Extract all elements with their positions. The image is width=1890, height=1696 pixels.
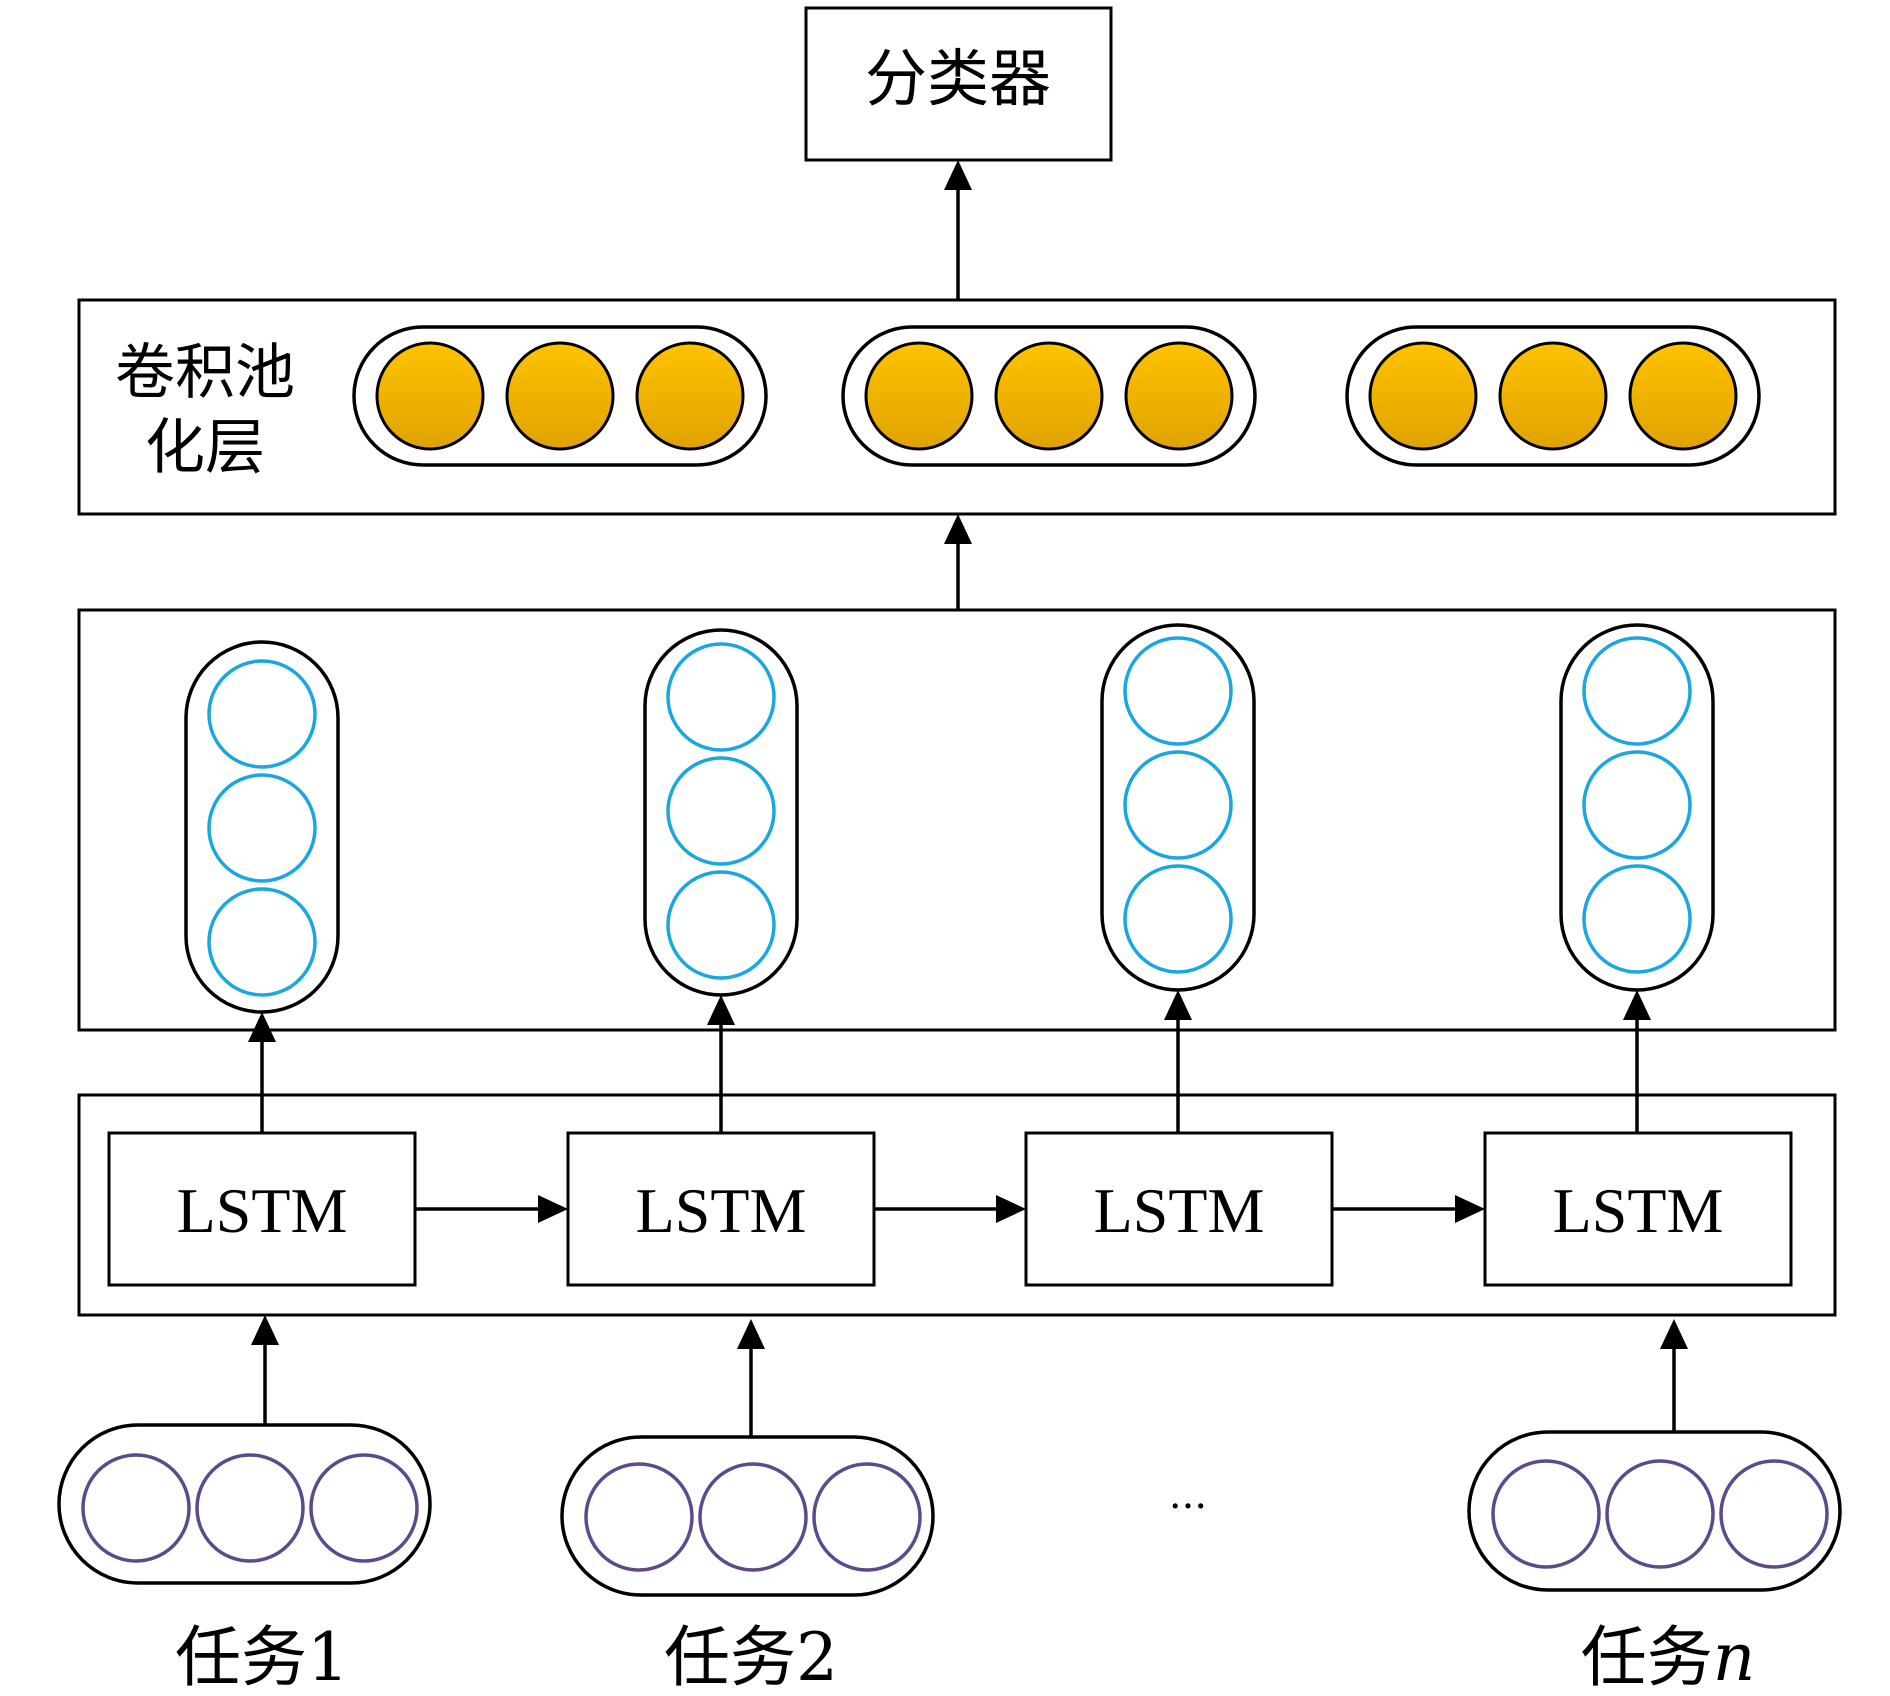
arrow-lstm4-up bbox=[1623, 990, 1651, 1133]
blue-node bbox=[1123, 636, 1233, 746]
purple-node bbox=[81, 1453, 191, 1563]
task-label-prefix: 任务 bbox=[664, 1619, 796, 1696]
arrow-lstm2-to-lstm3 bbox=[874, 1195, 1026, 1223]
conv-feature-group-1 bbox=[352, 325, 768, 467]
blue-node bbox=[207, 887, 317, 997]
hidden-state-column-1 bbox=[184, 640, 340, 1014]
hidden-state-column-4 bbox=[1559, 623, 1715, 992]
orange-node bbox=[864, 341, 974, 451]
arrow-lstm2-up bbox=[707, 995, 735, 1133]
orange-node bbox=[375, 341, 485, 451]
blue-node bbox=[666, 756, 776, 866]
blue-node bbox=[1582, 636, 1692, 746]
task-input-n bbox=[1467, 1430, 1842, 1592]
lstm-cell-label: LSTM bbox=[636, 1175, 807, 1246]
orange-node bbox=[1368, 341, 1478, 451]
lstm-layer: LSTM LSTM LSTM LSTM bbox=[77, 990, 1837, 1317]
task-input-2 bbox=[560, 1435, 935, 1597]
conv-pool-label-line2: 化层 bbox=[145, 413, 265, 483]
lstm-cell-box bbox=[1483, 1131, 1793, 1287]
blue-node bbox=[666, 642, 776, 752]
orange-node bbox=[1628, 341, 1738, 451]
lstm-cell-box bbox=[107, 1131, 417, 1287]
task-label-suffix: 2 bbox=[796, 1619, 838, 1696]
task-label-2: 任务2 bbox=[664, 1619, 838, 1696]
task-input-1 bbox=[57, 1423, 432, 1585]
arrow-lstm1-up bbox=[248, 1012, 276, 1133]
purple-node bbox=[584, 1462, 694, 1572]
lstm-cell-4: LSTM bbox=[1483, 1131, 1793, 1287]
arrow-lstm3-up bbox=[1164, 990, 1192, 1133]
orange-node bbox=[505, 341, 615, 451]
task-label-1: 任务1 bbox=[175, 1619, 349, 1696]
lstm-cell-3: LSTM bbox=[1024, 1131, 1334, 1287]
lstm-cell-label: LSTM bbox=[177, 1175, 348, 1246]
task-label-suffix: 1 bbox=[307, 1619, 349, 1696]
task-label-prefix: 任务 bbox=[1581, 1619, 1713, 1696]
conv-feature-group-3 bbox=[1345, 325, 1761, 467]
lstm-cell-1: LSTM bbox=[107, 1131, 417, 1287]
purple-node bbox=[698, 1462, 808, 1572]
arrow-conv-to-classifier bbox=[944, 160, 972, 300]
conv-pool-layer: 卷积池 化层 bbox=[77, 298, 1837, 516]
orange-node bbox=[1498, 341, 1608, 451]
arrow-task1-up bbox=[251, 1315, 279, 1425]
lstm-cell-2: LSTM bbox=[566, 1131, 876, 1287]
task-label-n: 任务n bbox=[1581, 1619, 1756, 1696]
purple-node bbox=[1719, 1459, 1829, 1569]
orange-node bbox=[635, 341, 745, 451]
conv-pool-label-line1: 卷积池 bbox=[115, 338, 295, 408]
blue-node bbox=[1582, 750, 1692, 860]
task-label-suffix: n bbox=[1713, 1619, 1756, 1696]
lstm-cell-label: LSTM bbox=[1094, 1175, 1265, 1246]
hidden-state-layer-box bbox=[77, 608, 1837, 1032]
hidden-state-column-3 bbox=[1100, 623, 1256, 992]
blue-node bbox=[666, 870, 776, 980]
blue-node bbox=[207, 773, 317, 883]
conv-feature-group-2 bbox=[841, 325, 1257, 467]
purple-node bbox=[1605, 1459, 1715, 1569]
orange-node bbox=[1124, 341, 1234, 451]
purple-node bbox=[812, 1462, 922, 1572]
purple-node bbox=[1491, 1459, 1601, 1569]
hidden-state-layer bbox=[77, 608, 1837, 1032]
blue-node bbox=[1123, 750, 1233, 860]
arrow-lstm3-to-lstm4 bbox=[1332, 1195, 1485, 1223]
arrow-taskn-up bbox=[1660, 1319, 1688, 1432]
lstm-cell-label: LSTM bbox=[1553, 1175, 1724, 1246]
classifier-label: 分类器 bbox=[865, 42, 1051, 115]
arrow-task2-up bbox=[737, 1319, 765, 1437]
orange-node bbox=[994, 341, 1104, 451]
purple-node bbox=[195, 1453, 305, 1563]
blue-node bbox=[1123, 864, 1233, 974]
arrow-hidden-to-conv bbox=[944, 514, 972, 610]
purple-node bbox=[309, 1453, 419, 1563]
hidden-state-column-2 bbox=[643, 628, 799, 997]
blue-node bbox=[207, 659, 317, 769]
arrow-lstm1-to-lstm2 bbox=[415, 1195, 568, 1223]
classifier-block: 分类器 bbox=[804, 6, 1113, 162]
task-label-prefix: 任务 bbox=[175, 1619, 307, 1696]
ellipsis: ··· bbox=[1169, 1484, 1207, 1530]
blue-node bbox=[1582, 864, 1692, 974]
classifier-box bbox=[804, 6, 1113, 162]
